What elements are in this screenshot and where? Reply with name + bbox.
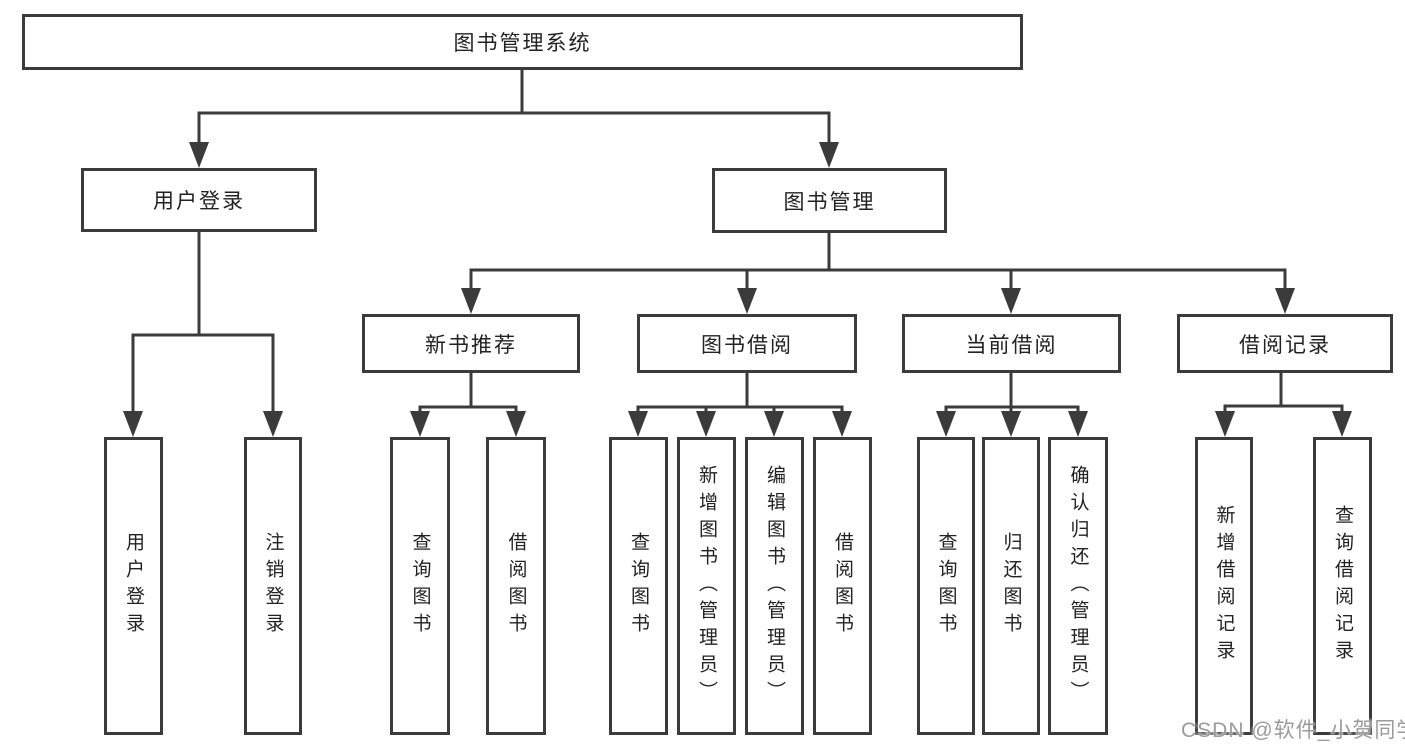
node-system-root: 图书管理系统: [22, 14, 1023, 70]
arrowhead-down-icon: [764, 411, 784, 437]
node-query-books-2: 查询图书: [609, 437, 668, 735]
node-borrow-books-2: 借阅图书: [813, 437, 872, 735]
node-query-borrow-record: 查询借阅记录: [1313, 437, 1372, 735]
arrowhead-down-icon: [263, 411, 283, 437]
node-borrow-books-1: 借阅图书: [486, 437, 546, 735]
arrowhead-down-icon: [832, 411, 852, 437]
arrowhead-down-icon: [737, 288, 757, 314]
node-user-login-group: 用户登录: [81, 168, 317, 232]
node-current-borrow: 当前借阅: [902, 314, 1121, 373]
node-confirm-return-admin: 确认归还（管理员）: [1048, 437, 1108, 735]
arrowhead-down-icon: [1001, 411, 1021, 437]
arrowhead-down-icon: [696, 411, 716, 437]
arrowhead-down-icon: [1001, 288, 1021, 314]
arrowhead-down-icon: [628, 411, 648, 437]
node-user-login: 用户登录: [104, 437, 163, 735]
arrowhead-down-icon: [506, 411, 526, 437]
node-new-book-recommend: 新书推荐: [362, 314, 580, 373]
node-borrow-records: 借阅记录: [1177, 314, 1393, 373]
node-query-books-1: 查询图书: [390, 437, 450, 735]
node-book-borrow: 图书借阅: [637, 314, 857, 373]
arrowhead-down-icon: [819, 142, 839, 168]
node-add-borrow-record: 新增借阅记录: [1195, 437, 1253, 735]
arrowhead-down-icon: [1215, 411, 1235, 437]
node-return-books: 归还图书: [982, 437, 1040, 735]
watermark-text: CSDN @软件_小贺同学: [1181, 719, 1405, 742]
arrowhead-down-icon: [936, 411, 956, 437]
arrowhead-down-icon: [1068, 411, 1088, 437]
node-add-books-admin: 新增图书（管理员）: [677, 437, 736, 735]
arrowhead-down-icon: [123, 411, 143, 437]
arrowhead-down-icon: [410, 411, 430, 437]
node-query-books-3: 查询图书: [917, 437, 975, 735]
arrowhead-down-icon: [461, 288, 481, 314]
arrowhead-down-icon: [189, 142, 209, 168]
arrowhead-down-icon: [1332, 411, 1352, 437]
node-book-management: 图书管理: [712, 168, 947, 233]
node-edit-books-admin: 编辑图书（管理员）: [745, 437, 804, 735]
node-logout: 注销登录: [244, 437, 302, 735]
arrowhead-down-icon: [1275, 288, 1295, 314]
